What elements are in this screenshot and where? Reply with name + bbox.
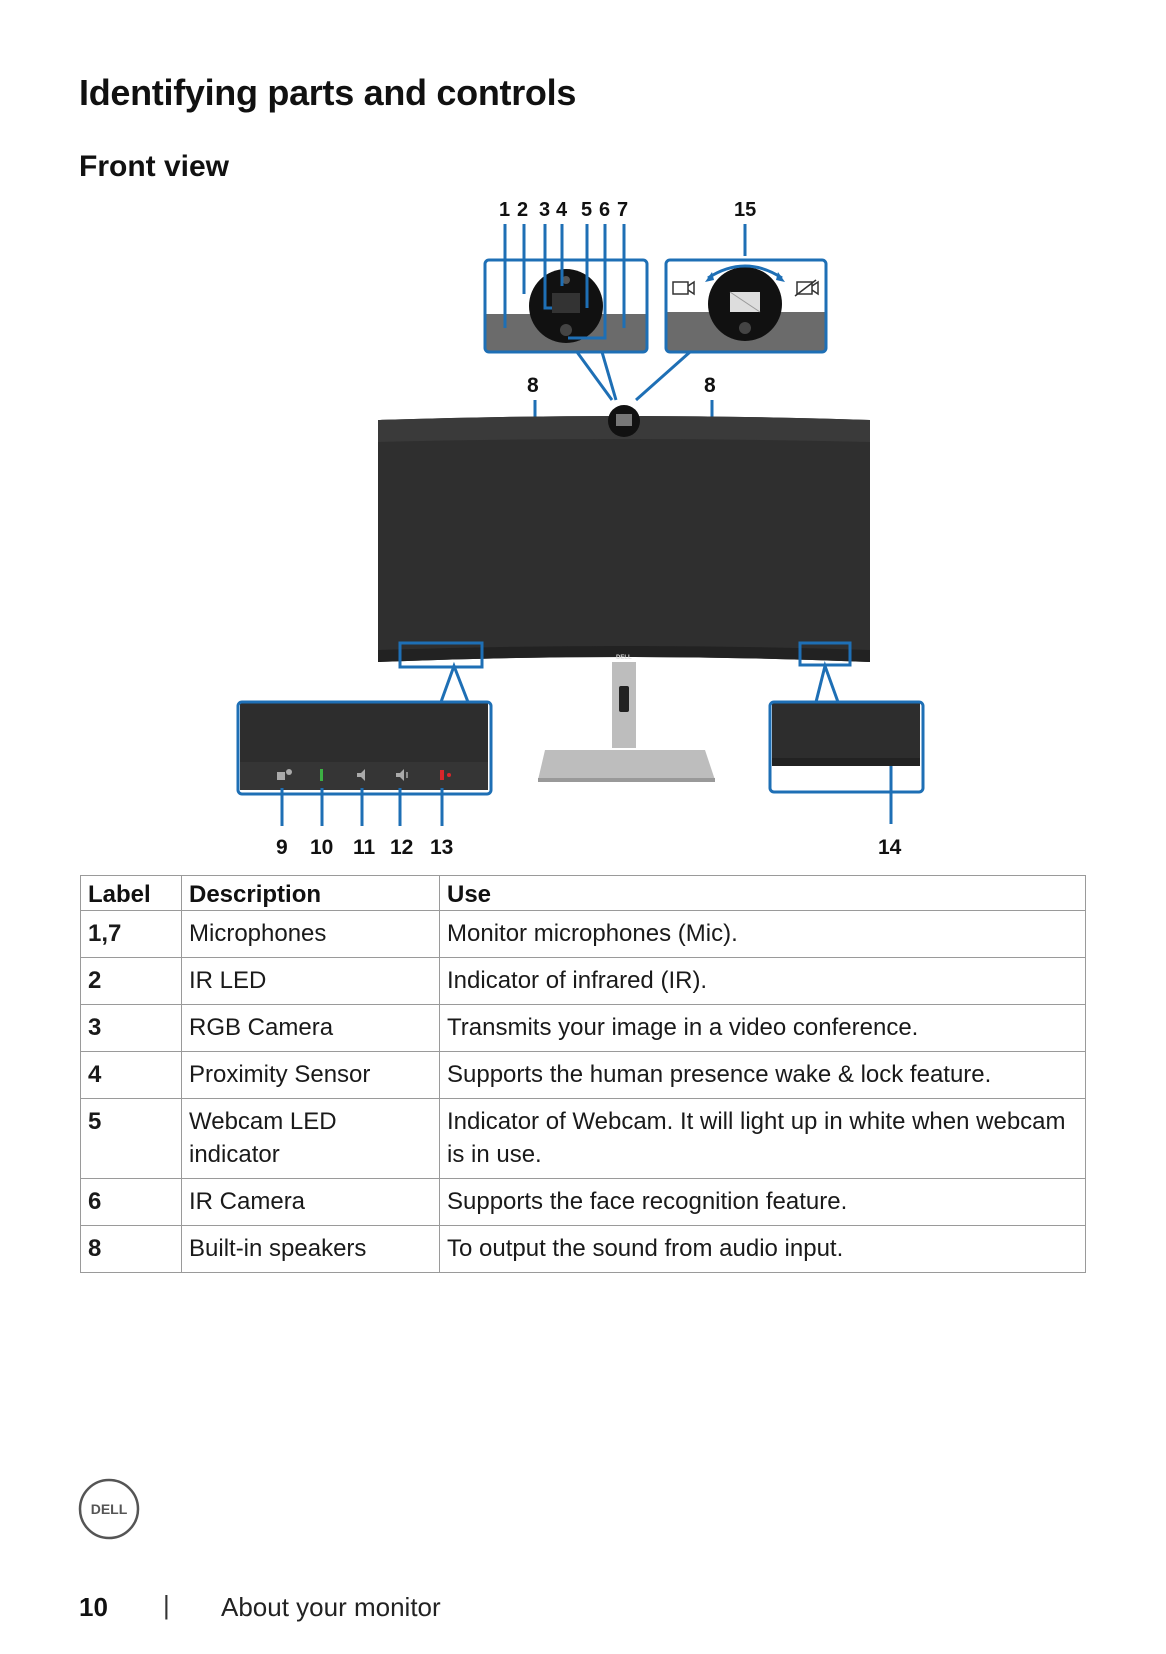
cell-label: 4 (80, 1051, 182, 1099)
cell-description: Microphones (181, 910, 440, 958)
header-label: Label (80, 875, 182, 911)
table-row: 8 Built-in speakers To output the sound … (80, 1225, 1086, 1273)
parts-table: Label Description Use 1,7 Microphones Mo… (80, 875, 1086, 1273)
power-button-detail (768, 700, 925, 824)
cell-use: Indicator of Webcam. It will light up in… (439, 1098, 1086, 1179)
callout-5: 5 (581, 199, 592, 221)
monitor: DELL (378, 405, 870, 782)
camera-on-icon (672, 280, 695, 296)
callout-labels-top-left: 1 2 3 4 5 6 7 15 (499, 199, 756, 221)
cell-use: Supports the human presence wake & lock … (439, 1051, 1086, 1099)
page-number: 10 (79, 1592, 108, 1622)
cell-description: Webcam LED indicator (181, 1098, 440, 1179)
callout-8-right: 8 (704, 374, 716, 397)
call-icon (320, 769, 323, 781)
cell-description: IR Camera (181, 1178, 440, 1226)
cell-use: Monitor microphones (Mic). (439, 910, 1086, 958)
table-row: 1,7 Microphones Monitor microphones (Mic… (80, 910, 1086, 958)
table-row: 5 Webcam LED indicator Indicator of Webc… (80, 1098, 1086, 1179)
cell-label: 2 (80, 957, 182, 1005)
header-description: Description (181, 875, 440, 911)
camera-detail-right (664, 224, 828, 354)
callout-3: 3 (539, 199, 550, 221)
dell-logo-icon: DELL (78, 1478, 140, 1540)
cell-use: Transmits your image in a video conferen… (439, 1004, 1086, 1052)
cell-label: 1,7 (80, 910, 182, 958)
cell-label: 8 (80, 1225, 182, 1273)
header-use: Use (439, 875, 1086, 911)
footer-separator: | (163, 1590, 170, 1620)
camera-detail-left (483, 224, 649, 354)
callout-15: 15 (734, 199, 756, 221)
callout-4: 4 (556, 199, 568, 221)
logo-text: DELL (91, 1501, 128, 1517)
brand-label: DELL (616, 655, 632, 661)
callout-7: 7 (617, 199, 628, 221)
volume-down-icon (357, 769, 365, 781)
cell-label: 3 (80, 1004, 182, 1052)
callout-8-left: 8 (527, 374, 539, 397)
table-header-row: Label Description Use (80, 875, 1086, 911)
cell-label: 5 (80, 1098, 182, 1179)
mic-mute-icon (440, 770, 451, 780)
callout-6: 6 (599, 199, 610, 221)
table-row: 4 Proximity Sensor Supports the human pr… (80, 1051, 1086, 1099)
page-title: Identifying parts and controls (79, 72, 577, 113)
camera-off-icon (794, 279, 819, 297)
callout-11: 11 (353, 836, 376, 859)
table-row: 3 RGB Camera Transmits your image in a v… (80, 1004, 1086, 1052)
cell-use: Supports the face recognition feature. (439, 1178, 1086, 1226)
callout-10: 10 (310, 836, 333, 859)
cell-description: IR LED (181, 957, 440, 1005)
callout-14: 14 (878, 836, 902, 859)
table-row: 2 IR LED Indicator of infrared (IR). (80, 957, 1086, 1005)
footer-section-title: About your monitor (221, 1592, 441, 1622)
table-row: 6 IR Camera Supports the face recognitio… (80, 1178, 1086, 1226)
callout-1: 1 (499, 199, 510, 221)
section-subtitle: Front view (79, 150, 230, 183)
cell-description: Built-in speakers (181, 1225, 440, 1273)
cell-description: Proximity Sensor (181, 1051, 440, 1099)
callout-12: 12 (390, 836, 413, 859)
teams-icon (277, 769, 292, 780)
callout-13: 13 (430, 836, 453, 859)
cell-label: 6 (80, 1178, 182, 1226)
front-view-diagram: 1 2 3 4 5 6 7 15 (236, 199, 925, 859)
volume-up-icon (396, 769, 408, 781)
callout-9: 9 (276, 836, 288, 859)
control-panel-detail (236, 700, 493, 826)
cell-use: To output the sound from audio input. (439, 1225, 1086, 1273)
cell-use: Indicator of infrared (IR). (439, 957, 1086, 1005)
callout-2: 2 (517, 199, 528, 221)
cell-description: RGB Camera (181, 1004, 440, 1052)
